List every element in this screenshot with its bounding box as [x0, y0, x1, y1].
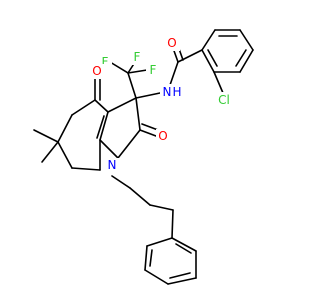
lactam-oxygen-label: O	[158, 129, 167, 143]
amide-nitrogen-label: N	[163, 85, 172, 99]
ketone-oxygen-label: O	[92, 64, 101, 78]
atom-label-layer: O N H Cl F F F O O N	[90, 35, 236, 173]
ring-nitrogen-label: N	[108, 158, 117, 172]
fluorine-label-right: F	[150, 63, 157, 77]
structure-drawing: O N H Cl F F F O O N	[33, 29, 254, 285]
fluorine-label-top: F	[134, 50, 141, 64]
amide-oxygen-label: O	[167, 36, 176, 50]
fluorine-label-left: F	[102, 55, 109, 69]
molecule-canvas: O N H Cl F F F O O N	[33, 29, 254, 285]
chlorine-label: Cl	[218, 93, 230, 107]
amide-hydrogen-label: H	[172, 85, 181, 99]
bond-layer	[33, 29, 254, 285]
